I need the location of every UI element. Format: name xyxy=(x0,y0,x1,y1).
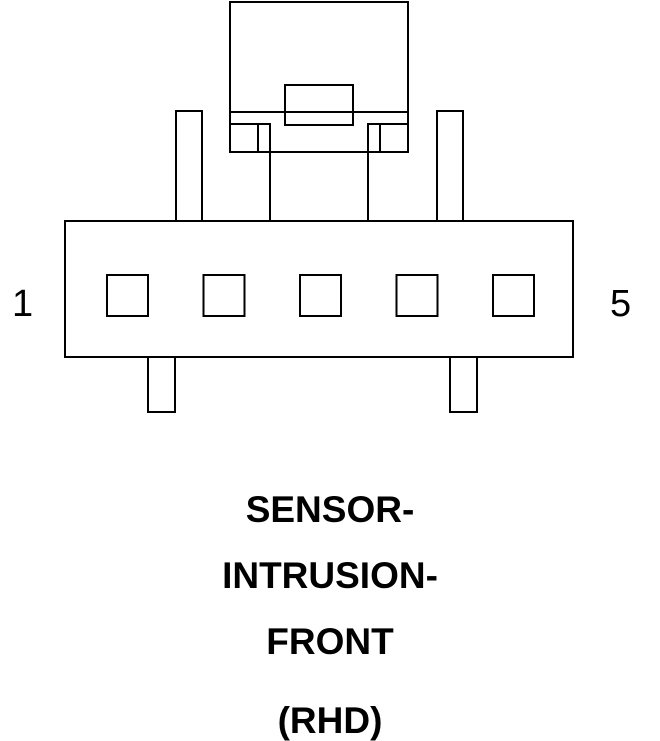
guide-post-lower-right xyxy=(449,356,478,413)
pin-label-1: 1 xyxy=(12,283,33,325)
pin-label-5: 5 xyxy=(610,283,631,325)
guide-post-lower-left xyxy=(147,356,176,413)
latch-arm-right xyxy=(367,123,409,153)
pin-cavity-5 xyxy=(492,274,535,317)
caption-line-4: (RHD) xyxy=(277,700,383,741)
latch-button xyxy=(284,84,354,126)
guide-post-upper-right xyxy=(436,110,464,222)
latch-arm-left xyxy=(229,123,271,153)
pin-cavity-4 xyxy=(395,274,439,317)
pin-cavities xyxy=(106,274,535,317)
caption-line-3: FRONT xyxy=(266,621,394,662)
caption-line-1: SENSOR- xyxy=(245,489,415,530)
pin-cavity-2 xyxy=(202,274,246,317)
guide-post-upper-left xyxy=(175,110,203,222)
caption-line-2: INTRUSION- xyxy=(222,555,438,596)
pin-cavity-1 xyxy=(106,274,149,317)
pin-cavity-3 xyxy=(299,274,342,317)
